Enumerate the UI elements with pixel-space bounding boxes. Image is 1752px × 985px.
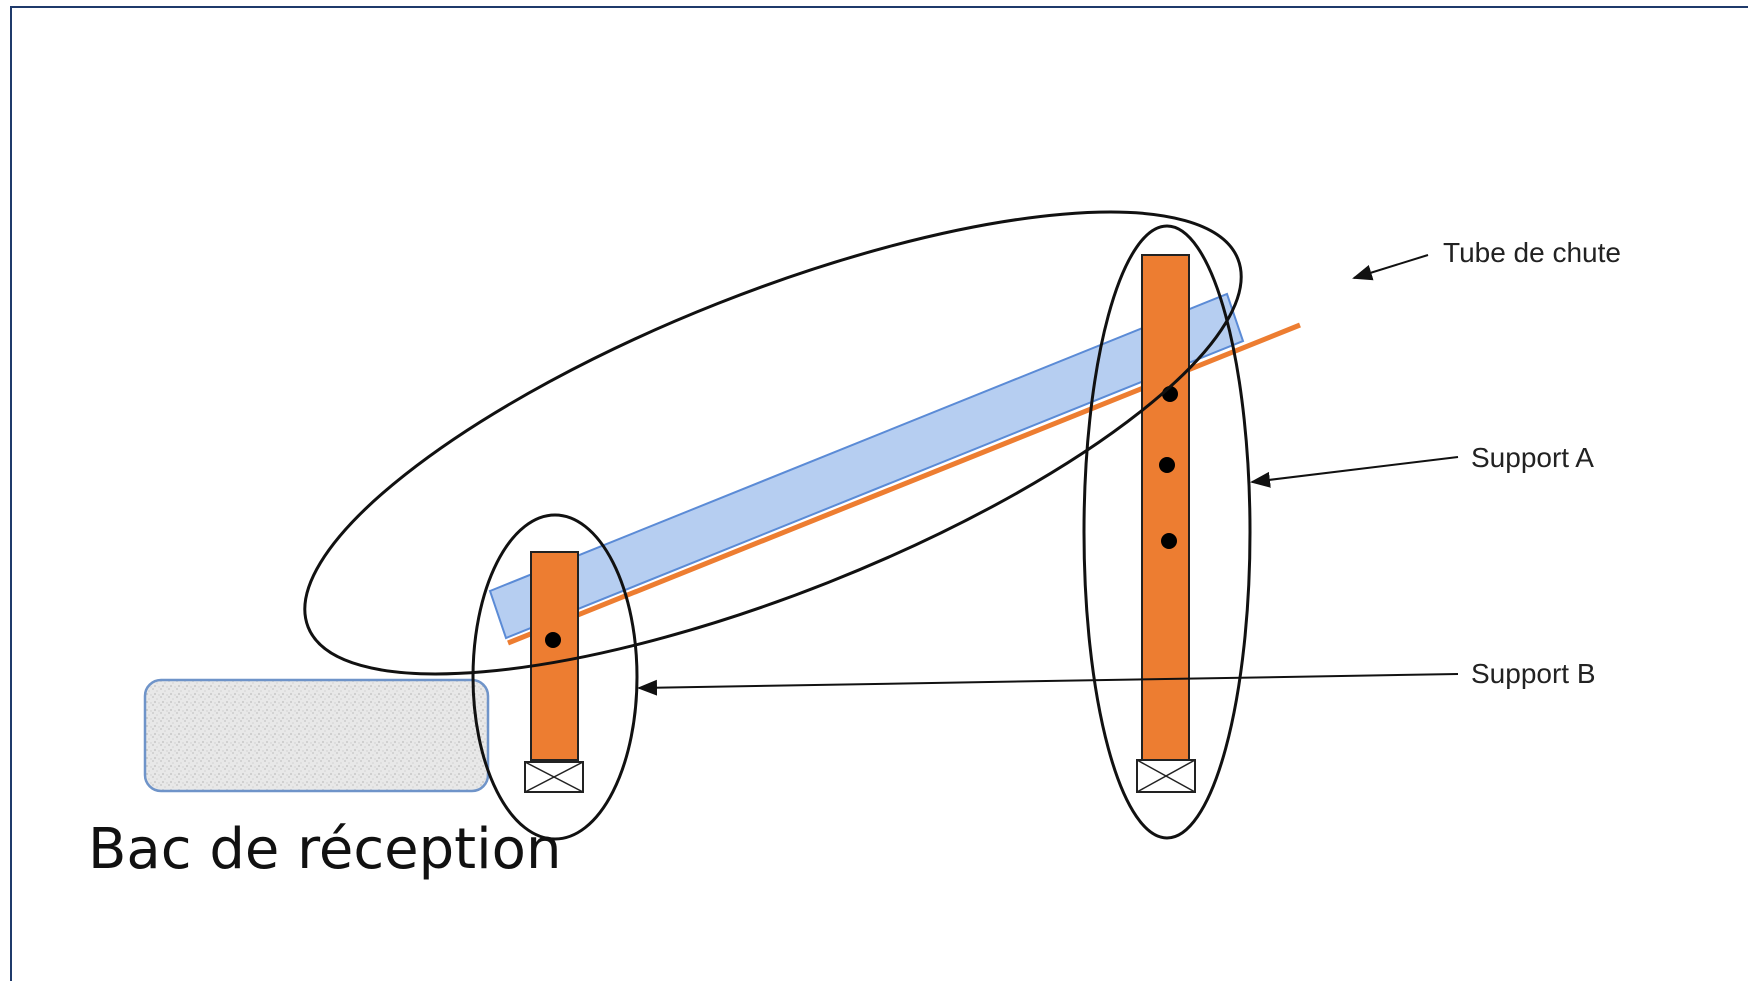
support-b-bolt: [545, 632, 561, 648]
support-a-label: Support A: [1471, 442, 1594, 473]
receiving-bin: [143, 678, 490, 793]
chute-tube: [488, 292, 1245, 640]
tube-highlight-ellipse: [303, 210, 1243, 676]
support-b-label: Support B: [1471, 658, 1596, 689]
support-a-base: [1136, 759, 1196, 793]
support-b-highlight-ellipse: [471, 513, 639, 841]
support-a-leader-line: [1250, 456, 1459, 488]
tube-leader-line: [1352, 254, 1429, 281]
support-a-post: [1141, 254, 1190, 761]
support-a-highlight-ellipse: [1082, 224, 1252, 840]
tube-label: Tube de chute: [1443, 237, 1621, 268]
support-a-bolt-middle: [1159, 457, 1175, 473]
support-b-post: [530, 551, 579, 761]
support-b-base: [524, 761, 584, 793]
bin-label: Bac de réception: [88, 817, 561, 882]
support-a-bolt-bottom: [1161, 533, 1177, 549]
support-b-leader-line: [637, 673, 1459, 696]
